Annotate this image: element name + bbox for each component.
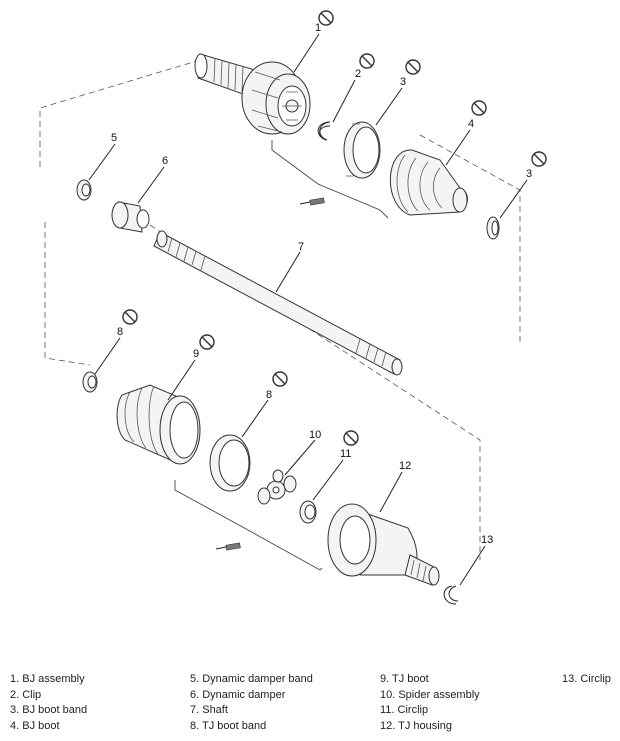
callout-3: 3: [400, 76, 406, 88]
leader-lines: [88, 33, 528, 586]
grease-icon: [299, 197, 325, 206]
grease-icon: [215, 542, 241, 551]
spider-assembly-part: [257, 469, 297, 505]
callout-13: 13: [481, 534, 493, 546]
legend-item: 3. BJ boot band: [10, 704, 88, 716]
callout-9: 9: [193, 348, 199, 360]
callout-1: 1: [315, 22, 321, 34]
callout-8: 8: [266, 389, 272, 401]
callout-2: 2: [355, 68, 361, 80]
callout-3-small: 3: [526, 168, 532, 180]
legend-item: 1. BJ assembly: [10, 673, 85, 685]
tj-boot-band-small-part: [82, 371, 98, 393]
legend-item: 8. TJ boot band: [190, 719, 267, 732]
prohibition-icon: [359, 53, 375, 69]
prohibition-icon: [343, 430, 359, 446]
dynamic-damper-band-part: [76, 179, 92, 201]
prohibition-icon: [199, 334, 215, 350]
parts-legend: 1. BJ assembly 2. Clip 3. BJ boot band 4…: [0, 672, 620, 741]
bj-assembly-part: [194, 53, 311, 135]
driveshaft-exploded-diagram: 1 2 3 4 3 5 6 7 8 9 8 10 11 12 13: [39, 10, 547, 605]
bj-boot-part: [389, 149, 468, 216]
tj-boot-band-large-part: [209, 434, 251, 492]
legend-item: 6. Dynamic damper: [190, 688, 286, 701]
legend-item: 7. Shaft: [190, 704, 228, 716]
callout-7: 7: [298, 241, 304, 253]
callout-6: 6: [162, 155, 168, 167]
lower-guide-frame: [44, 222, 481, 560]
prohibition-icon: [531, 151, 547, 167]
clip-part: [317, 121, 331, 141]
callout-12: 12: [399, 460, 411, 472]
callout-8-small: 8: [117, 326, 123, 338]
shaft-part: [153, 230, 403, 376]
legend-column-3: 9. TJ boot 10. Spider assembly 11. Circl…: [380, 672, 480, 734]
prohibition-icon: [272, 371, 288, 387]
legend-item: 5. Dynamic damper band: [190, 673, 313, 685]
legend-column-1: 1. BJ assembly 2. Clip 3. BJ boot band 4…: [10, 672, 87, 734]
legend-item: 12. TJ housing: [380, 719, 452, 732]
prohibition-icon: [318, 10, 334, 26]
callout-4: 4: [468, 118, 474, 130]
tj-boot-part: [116, 384, 201, 465]
legend-column-2: 5. Dynamic damper band 6. Dynamic damper…: [190, 672, 313, 734]
legend-item: 9. TJ boot: [380, 673, 429, 685]
legend-item: 10. Spider assembly: [380, 688, 480, 701]
bj-boot-band-part: [343, 121, 381, 179]
lower-assembly-bracket: [174, 480, 323, 571]
callout-11: 11: [340, 448, 351, 460]
legend-item: 4. BJ boot: [10, 719, 60, 732]
bj-boot-band-small-part: [486, 216, 500, 240]
callout-10: 10: [309, 429, 321, 441]
legend-item: 11. Circlip: [380, 704, 429, 716]
prohibition-icon: [122, 309, 138, 325]
prohibition-icon: [405, 59, 421, 75]
callout-5: 5: [111, 132, 117, 144]
upper-assembly-bracket: [271, 140, 389, 219]
circlip-end-part: [443, 585, 459, 605]
tj-housing-part: [327, 503, 440, 586]
legend-item: 13. Circlip: [562, 673, 611, 685]
circlip-part: [299, 500, 317, 524]
prohibition-icon: [471, 100, 487, 116]
legend-item: 2. Clip: [10, 688, 42, 701]
dynamic-damper-part: [111, 201, 150, 233]
legend-column-4: 13. Circlip: [562, 672, 611, 688]
